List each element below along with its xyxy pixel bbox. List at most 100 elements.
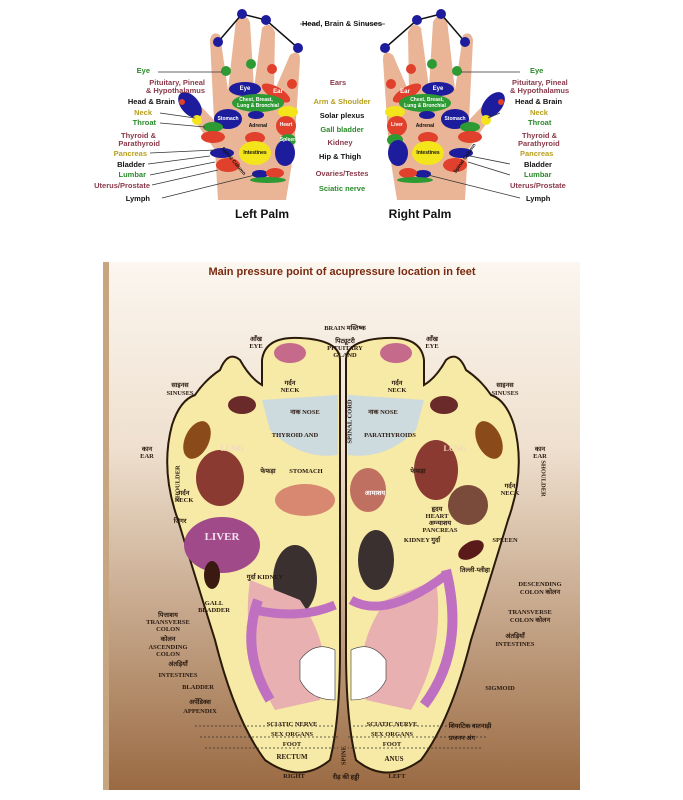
label-heart-hi: हृदय xyxy=(431,506,443,513)
label-nose-l: नाक NOSE xyxy=(368,409,398,416)
zone-eye-right: Eye xyxy=(432,86,444,92)
label-ac-hi: कोलन xyxy=(160,636,176,643)
label-throat-left: Throat xyxy=(132,118,156,127)
zone-lung-right: Lung & Bronchial xyxy=(404,103,446,109)
label-lung-r: LUNG xyxy=(220,444,244,453)
right-hand xyxy=(380,9,505,201)
label-gall: GALL xyxy=(204,600,224,607)
label-hypothalamus-left: & Hypothalamus xyxy=(145,86,205,95)
label-stomach-hi: आमाशय xyxy=(364,490,386,497)
label-nose-r: नाक NOSE xyxy=(290,409,320,416)
label-anus: ANUS xyxy=(384,755,404,763)
label-uterus-right: Uterus/Prostate xyxy=(510,181,566,190)
zone-ear-left: Ear xyxy=(273,89,283,95)
left-foot xyxy=(345,336,520,774)
label-bladder-right: Bladder xyxy=(524,160,552,169)
label-transverse-l: TRANSVERSE xyxy=(508,609,552,616)
label-head-brain-left: Head & Brain xyxy=(127,97,175,106)
label-bladder-left: Bladder xyxy=(117,160,145,169)
label-parathyroids: PARATHYROIDS xyxy=(364,432,416,439)
label-thyroid: THYROID AND xyxy=(271,432,319,439)
label-spine-hi: रीढ़ की हड्डी xyxy=(332,774,360,781)
label-kidney: Kidney xyxy=(327,138,353,147)
label-parathyroid-right: Parathyroid xyxy=(518,139,560,148)
label-transverse-colon-l: COLON कोलन xyxy=(509,617,551,624)
label-sinuses-hi-l: साइनस xyxy=(496,382,514,389)
feet-title: Main pressure point of acupressure locat… xyxy=(208,266,476,278)
label-lumbar-right: Lumbar xyxy=(524,170,552,179)
label-transverse-r: TRANSVERSE xyxy=(146,619,190,626)
label-intestines-r: INTESTINES xyxy=(158,672,198,679)
left-palm-caption: Left Palm xyxy=(234,207,290,221)
label-sigmoid: SIGMOID xyxy=(485,685,515,692)
label-foot-l: FOOT xyxy=(382,741,402,748)
label-kidney-r: गुर्दा KIDNEY xyxy=(246,574,284,581)
label-stomach: STOMACH xyxy=(289,468,323,475)
left-hand xyxy=(178,9,303,201)
label-sciatic-nerve: Sciatic nerve xyxy=(318,184,366,193)
zone-eye-left: Eye xyxy=(239,86,251,92)
label-head-brain-sinuses: Head, Brain & Sinuses xyxy=(301,19,383,28)
right-palm-caption: Right Palm xyxy=(388,207,452,221)
label-pancreas-hi: अग्न्याशय xyxy=(428,520,452,527)
label-intestines-l: INTESTINES xyxy=(495,641,535,648)
label-lung-hi-l: फेफड़ा xyxy=(410,468,426,475)
hand-leader-lines xyxy=(147,23,521,199)
label-throat-right: Throat xyxy=(528,118,552,127)
label-neck-l: NECK xyxy=(387,387,407,394)
label-pancreas-left: Pancreas xyxy=(113,149,147,158)
label-pituitary-left: Pituitary, Pineal xyxy=(149,78,205,87)
label-right: RIGHT xyxy=(283,773,305,780)
label-pancreas-right: Pancreas xyxy=(520,149,554,158)
label-left: LEFT xyxy=(388,773,406,780)
label-uterus-left: Uterus/Prostate xyxy=(94,181,150,190)
label-ascending: ASCENDING xyxy=(148,644,188,651)
label-neck-r2: NECK xyxy=(174,497,194,504)
label-ears: Ears xyxy=(329,78,347,87)
label-sex-hi: प्रजनन अंग xyxy=(449,735,475,742)
zone-stomach-left: Stomach xyxy=(217,116,239,122)
zone-stomach-right: Stomach xyxy=(444,116,466,122)
label-ear-r: EAR xyxy=(140,453,154,460)
zone-ear-right: Ear xyxy=(400,89,410,95)
zone-lung-left: Lung & Bronchial xyxy=(237,103,279,109)
zone-intestines-left: Intestines xyxy=(243,150,267,156)
label-transverse-colon-r: COLON xyxy=(156,626,180,633)
label-ovaries-testes: Ovaries/Testes xyxy=(315,169,369,178)
label-shoulder-l: SHOULDER xyxy=(539,460,547,497)
label-hip-thigh: Hip & Thigh xyxy=(318,152,362,161)
label-liver-hi: जिगर xyxy=(173,518,187,525)
label-eye-hi-l: आँख xyxy=(426,336,438,343)
label-foot-r: FOOT xyxy=(282,741,302,748)
label-ear-hi-r: कान xyxy=(141,446,153,453)
label-solar-plexus: Solar plexus xyxy=(319,111,365,120)
label-sex-r: SEX ORGANS xyxy=(270,731,314,738)
label-sinuses-r: SINUSES xyxy=(166,390,194,397)
label-thyroid-left: Thyroid & xyxy=(121,131,156,140)
zone-spleen-left: Spleen xyxy=(279,137,297,143)
label-rectum: RECTUM xyxy=(276,753,308,761)
zone-chest-left: Chest, Breast, xyxy=(239,97,273,103)
label-ear-l: EAR xyxy=(533,453,547,460)
label-descending: DESCENDING xyxy=(518,581,562,588)
label-neck-l2: NECK xyxy=(500,490,520,497)
label-brain: BRAIN मस्तिष्क xyxy=(324,325,366,332)
label-eye-left: Eye xyxy=(136,66,150,75)
label-lymph-left: Lymph xyxy=(125,194,150,203)
label-sciatic-r: SCIATIC NERVE xyxy=(266,721,318,728)
label-gland: GLAND xyxy=(333,352,357,359)
zone-heart-left: Heart xyxy=(279,122,293,128)
label-sinuses-hi-r: साइनस xyxy=(171,382,189,389)
zone-liver-right: Liver xyxy=(391,122,403,128)
label-gall-bladder: BLADDER xyxy=(198,607,230,614)
label-pituitary-hi: पिट्यूटरी xyxy=(335,338,355,345)
label-descending-colon: COLON कोलन xyxy=(519,589,561,596)
label-pancreas: PANCREAS xyxy=(422,527,458,534)
label-appendix: APPENDIX xyxy=(183,708,217,715)
label-neck-hi-r2: गर्दन xyxy=(178,490,190,497)
label-heart: HEART xyxy=(425,513,449,520)
label-neck-hi-r: गर्दन xyxy=(284,380,296,387)
label-parathyroid-left: Parathyroid xyxy=(118,139,160,148)
